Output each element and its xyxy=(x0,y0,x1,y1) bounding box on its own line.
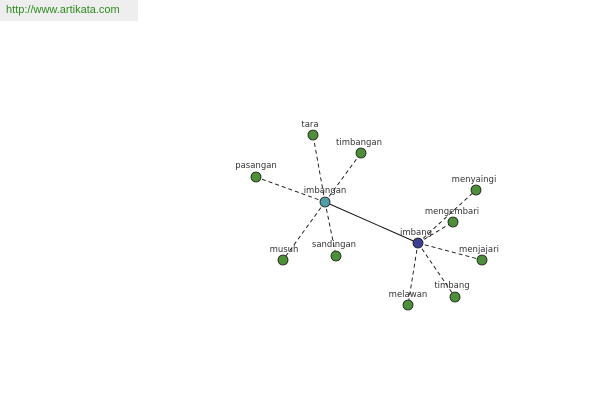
edge-imbangan-musuh xyxy=(282,201,326,261)
node-imbang[interactable] xyxy=(412,237,424,249)
graph-labels: tara timbangan pasangan musuh sandingan menya… xyxy=(235,120,499,300)
label-timbang: timbang xyxy=(434,281,469,291)
node-menyaingi[interactable] xyxy=(470,184,482,196)
node-musuh[interactable] xyxy=(277,254,289,266)
source-url-link[interactable]: http://www.artikata.com xyxy=(0,0,138,21)
edge-imbangan-tara xyxy=(312,134,326,203)
label-melawan: melawan xyxy=(389,290,428,300)
edge-imbang-menyaingi xyxy=(417,189,477,244)
edge-imbangan-sandingan xyxy=(324,201,337,257)
graph-edges xyxy=(255,134,483,306)
label-tara: tara xyxy=(301,120,318,130)
label-timbangan: timbangan xyxy=(336,138,382,148)
node-timbangan[interactable] xyxy=(355,147,367,159)
node-timbang[interactable] xyxy=(449,291,461,303)
node-menjajari[interactable] xyxy=(476,254,488,266)
graph-nodes xyxy=(250,129,488,311)
edge-imbang-melawan xyxy=(407,242,419,306)
node-melawan[interactable] xyxy=(402,299,414,311)
edge-imbangan-timbangan xyxy=(324,152,362,203)
edge-imbangan-pasangan xyxy=(255,176,326,203)
edge-imbangan-imbang xyxy=(324,201,419,244)
label-menjajari: menjajari xyxy=(459,245,499,255)
label-sandingan: sandingan xyxy=(312,240,356,250)
node-pasangan[interactable] xyxy=(250,171,262,183)
label-menyaingi: menyaingi xyxy=(452,175,497,185)
label-imbangan: imbangan xyxy=(304,186,347,196)
label-musuh: musuh xyxy=(270,245,299,255)
label-pasangan: pasangan xyxy=(235,161,277,171)
node-imbangan[interactable] xyxy=(319,196,331,208)
label-imbang: imbang xyxy=(400,228,432,238)
node-mengembari[interactable] xyxy=(447,216,459,228)
node-sandingan[interactable] xyxy=(330,250,342,262)
edge-imbang-timbang xyxy=(417,242,456,298)
label-mengembari: mengembari xyxy=(425,207,479,217)
node-tara[interactable] xyxy=(307,129,319,141)
